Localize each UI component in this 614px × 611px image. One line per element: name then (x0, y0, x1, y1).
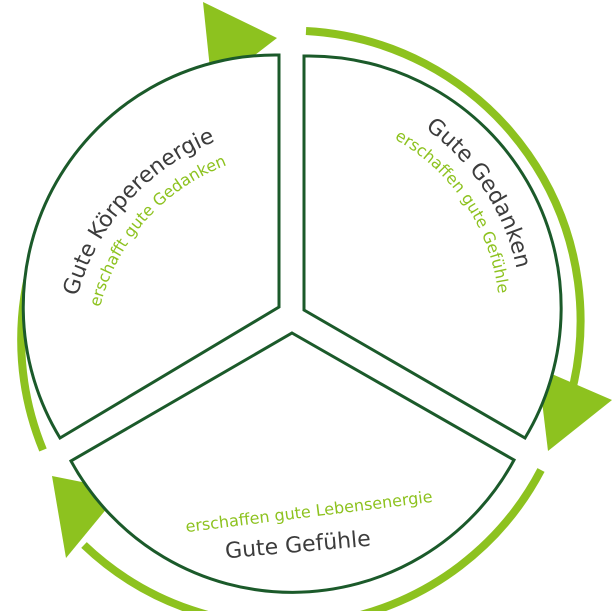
arrow-head-icon (538, 368, 612, 451)
segment-bottom (68, 331, 517, 594)
cycle-arc-bottom (81, 468, 545, 611)
cycle-arc-right (305, 27, 585, 407)
segment-right (302, 54, 563, 441)
segment-left (21, 53, 281, 441)
